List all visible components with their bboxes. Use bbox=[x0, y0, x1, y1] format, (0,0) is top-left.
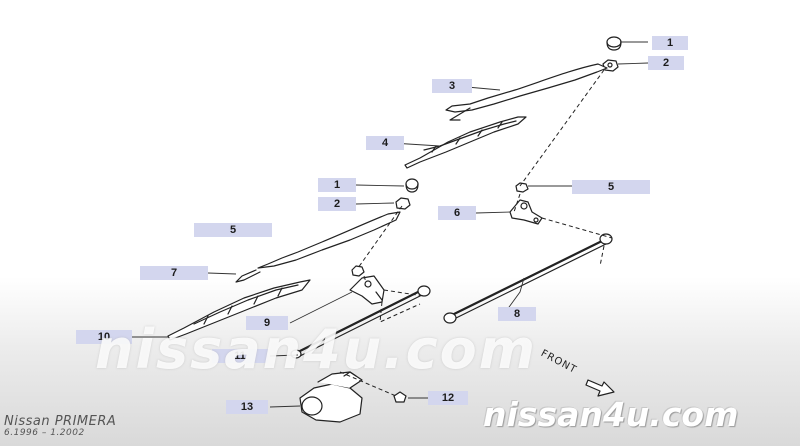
part-7-arm-tip bbox=[235, 269, 261, 283]
model-info: Nissan PRIMERA 6.1996 – 1.2002 bbox=[4, 414, 116, 438]
part-10-wiper-blade-left bbox=[167, 279, 311, 341]
callout-13: 13 bbox=[226, 400, 268, 414]
part-1-cap-middle bbox=[405, 178, 419, 193]
watermark-bottom: nissan4u.com bbox=[483, 395, 739, 434]
callout-4: 4 bbox=[366, 136, 404, 150]
callout-5-right: 5 bbox=[572, 180, 650, 194]
front-arrow bbox=[585, 379, 615, 397]
callout-1-upper: 1 bbox=[652, 36, 688, 50]
part-13-wiper-motor bbox=[299, 371, 363, 423]
part-5-nut-right bbox=[515, 182, 529, 193]
part-3-wiper-arm-right bbox=[445, 63, 608, 113]
part-9-pivot-left bbox=[349, 275, 385, 305]
part-4-wiper-blade-right bbox=[404, 116, 527, 169]
callout-5-left: 5 bbox=[194, 223, 272, 237]
callout-11: 11 bbox=[212, 349, 268, 363]
callout-8: 8 bbox=[498, 307, 536, 321]
callout-7: 7 bbox=[140, 266, 208, 280]
part-11-link-rod bbox=[290, 285, 431, 359]
callout-9: 9 bbox=[246, 316, 288, 330]
part-2-nut-middle bbox=[395, 197, 411, 210]
callout-12: 12 bbox=[428, 391, 468, 405]
model-name: Nissan PRIMERA bbox=[4, 414, 117, 429]
part-2-nut-upper bbox=[602, 59, 619, 72]
part-12-bolt bbox=[393, 391, 407, 403]
part-5-nut-middle bbox=[351, 265, 365, 277]
part-1-cap-upper bbox=[606, 36, 622, 51]
callout-3: 3 bbox=[432, 79, 472, 93]
callout-2-middle: 2 bbox=[318, 197, 356, 211]
part-8-link-rod bbox=[443, 233, 613, 324]
callout-10: 10 bbox=[76, 330, 132, 344]
model-period: 6.1996 – 1.2002 bbox=[4, 428, 85, 438]
callout-2-upper: 2 bbox=[648, 56, 684, 70]
part-5-wiper-arm-left bbox=[257, 211, 401, 269]
callout-1-middle: 1 bbox=[318, 178, 356, 192]
callout-6: 6 bbox=[438, 206, 476, 220]
watermark-center: nissan4u.com bbox=[95, 318, 538, 381]
part-6-pivot-right bbox=[509, 199, 543, 225]
